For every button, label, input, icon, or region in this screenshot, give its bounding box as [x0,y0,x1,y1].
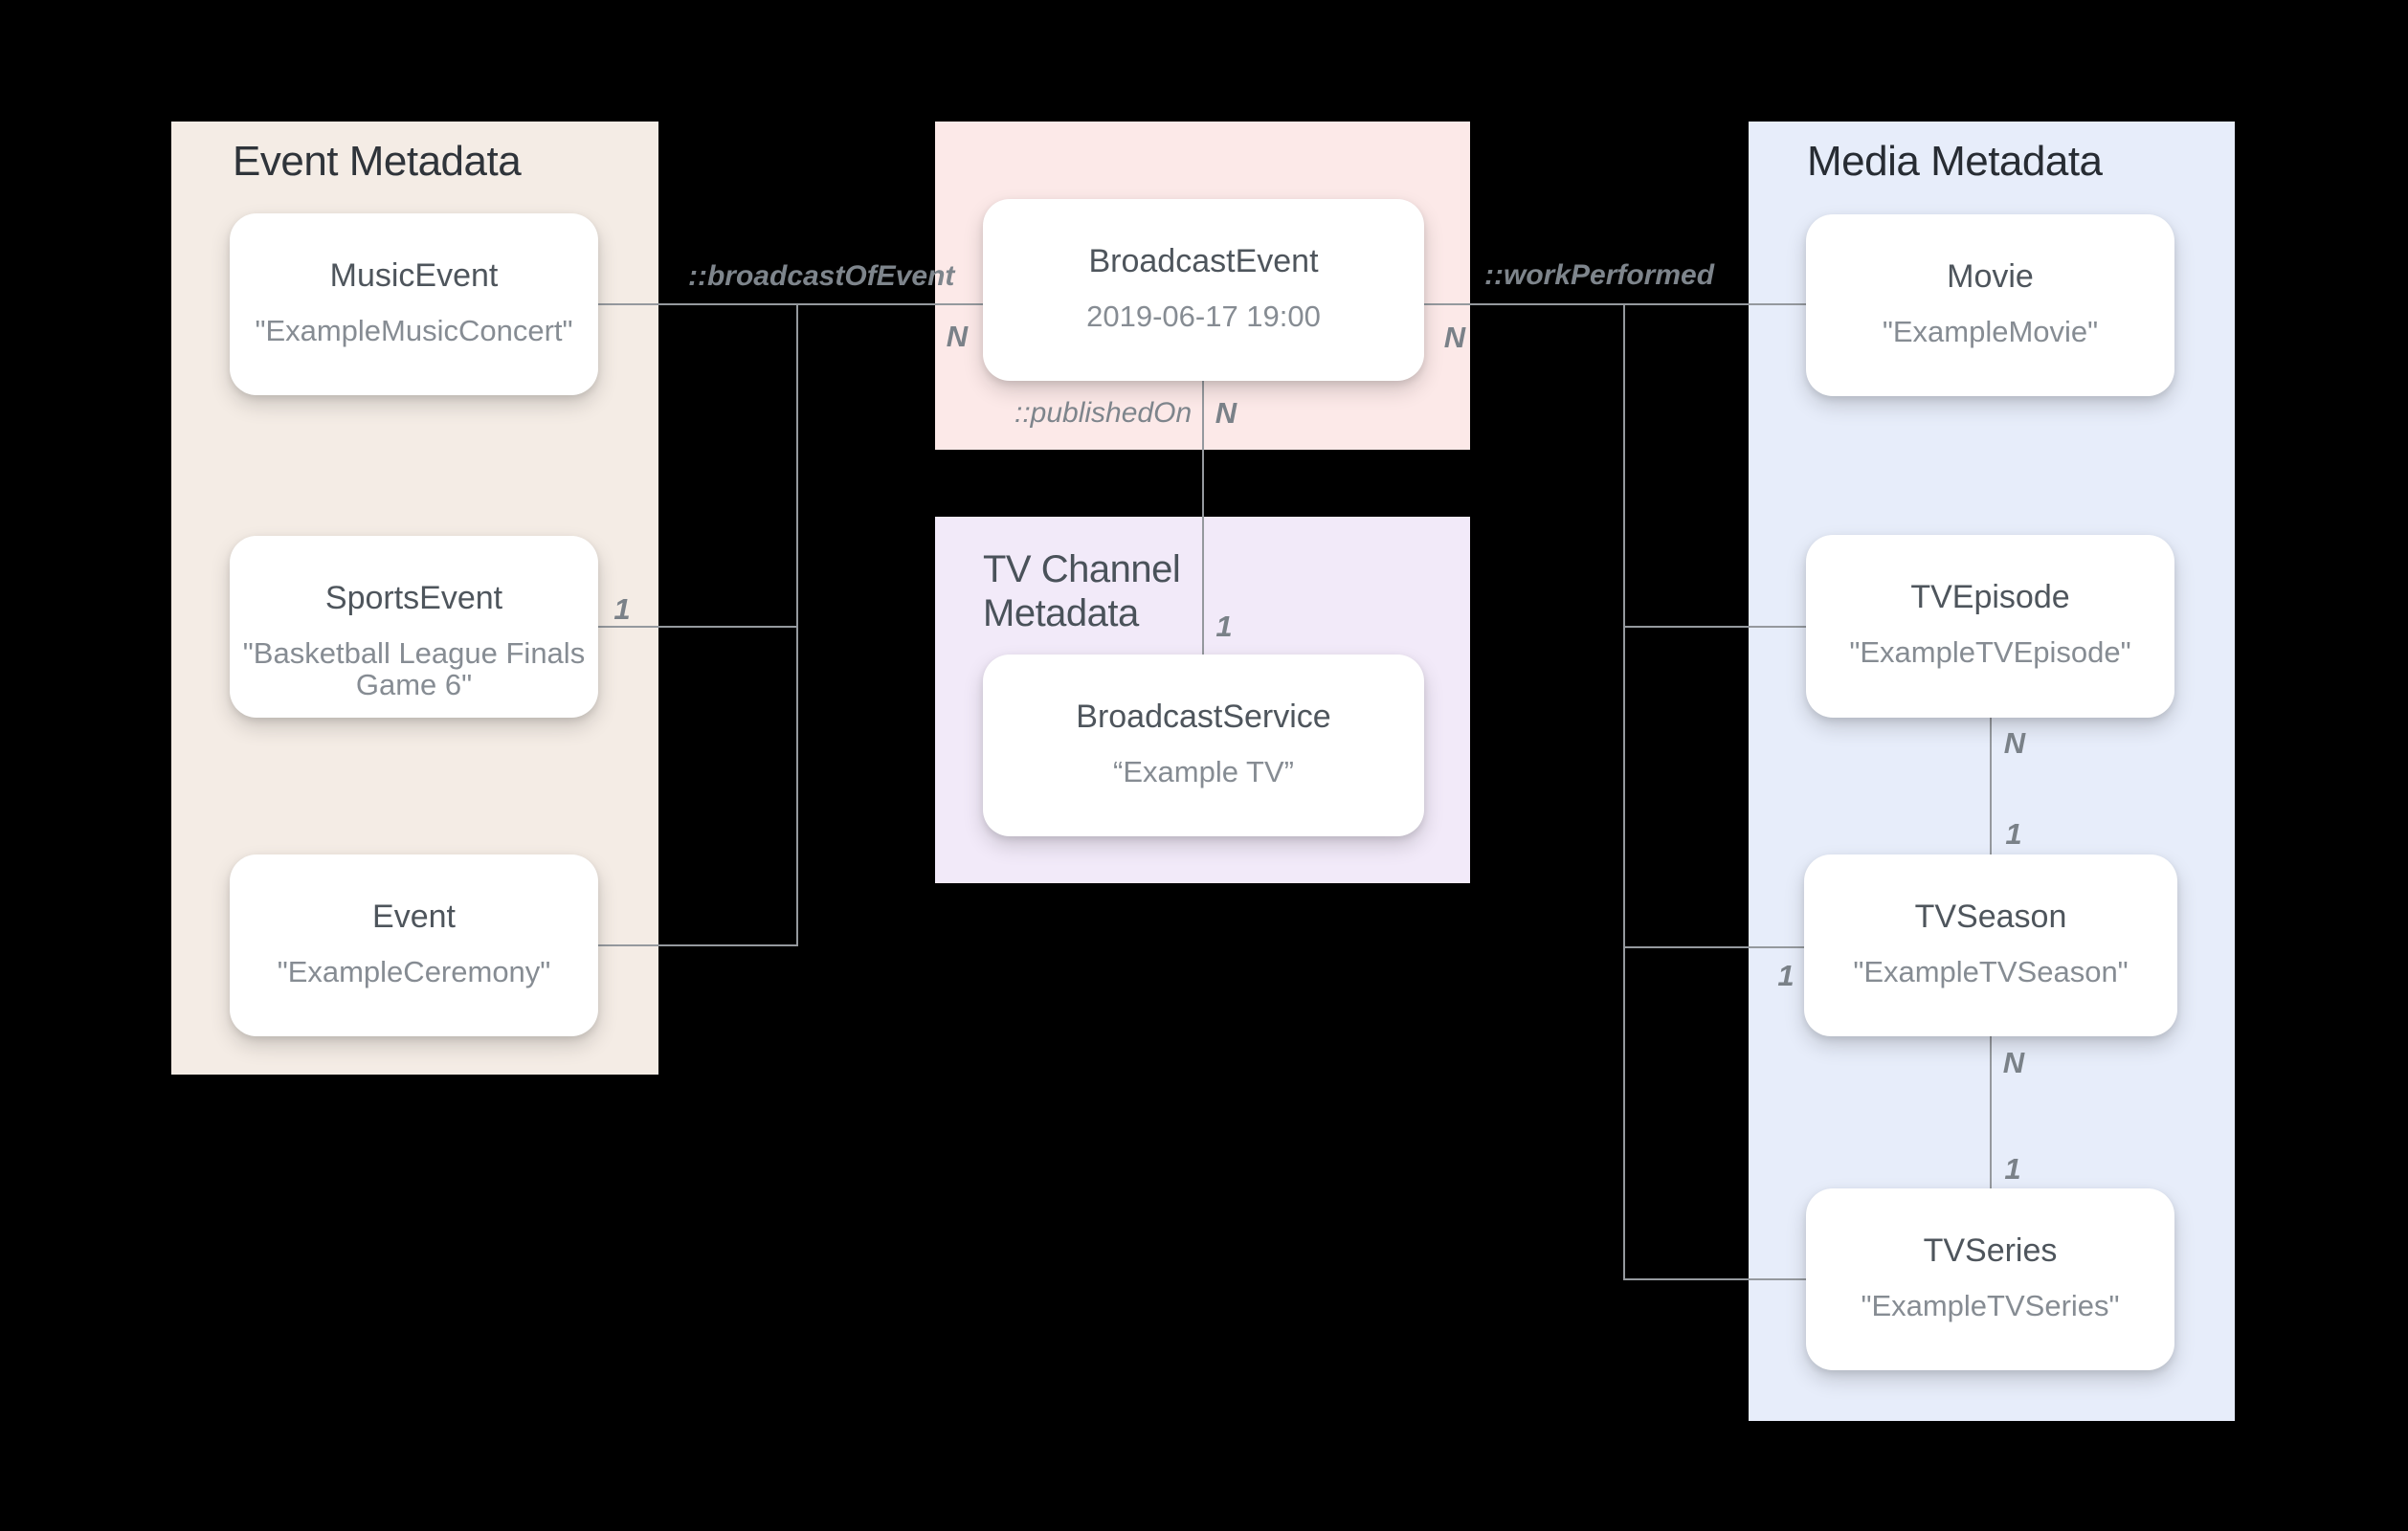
cardinality-n-publishedon: N [1215,396,1237,430]
tvseason-card: TVSeason "ExampleTVSeason" [1804,854,2177,1036]
musicevent-card-title: MusicEvent [329,257,499,294]
cardinality-n-tvepisode: N [2003,726,2026,760]
movie-card-title: Movie [1947,258,2034,295]
cardinality-n-main-right: N [1443,321,1466,354]
cardinality-1-tvseason-stub: 1 [1777,959,1795,992]
relation-broadcastofevent-label: ::broadcastOfEvent [688,260,955,292]
connector-event-stub [598,944,798,946]
movie-card-subtitle: "ExampleMovie" [1882,315,2099,348]
sportsevent-subtitle-line1: "Basketball League Finals [242,636,586,670]
tvseries-card-title: TVSeries [1923,1232,2058,1269]
sportsevent-subtitle-line2: Game 6" [355,668,473,701]
tvepisode-card-subtitle: "ExampleTVEpisode" [1849,635,2131,669]
tvseason-card-title: TVSeason [1914,899,2067,935]
musicevent-card-subtitle: "ExampleMusicConcert" [255,314,573,347]
connector-tvepisode-stub [1623,626,1809,628]
broadcastservice-card-title: BroadcastService [1076,699,1331,735]
cardinality-1-sportsevent: 1 [613,592,631,626]
event-card-title: Event [372,899,456,935]
broadcastservice-card: BroadcastService “Example TV” [983,655,1424,836]
connector-right-trunk [1623,303,1625,1280]
cardinality-1-season-series: 1 [2004,1152,2021,1186]
event-card-subtitle: "ExampleCeremony" [277,955,551,988]
media-panel-title: Media Metadata [1807,138,2103,185]
connector-episode-season-vertical [1990,718,1992,854]
event-panel-title: Event Metadata [233,138,522,185]
event-card: Event "ExampleCeremony" [230,854,598,1036]
broadcastevent-card: BroadcastEvent 2019-06-17 19:00 [983,199,1424,381]
cardinality-1-episode-season: 1 [2005,817,2022,851]
connector-sportsevent-stub [598,626,798,628]
tv-channel-panel-title: TV Channel Metadata [983,547,1181,635]
relation-publishedon-label: ::publishedOn [1014,397,1193,429]
connector-left-trunk [796,303,798,946]
tvepisode-card: TVEpisode "ExampleTVEpisode" [1806,535,2174,718]
broadcastevent-card-title: BroadcastEvent [1088,243,1319,279]
tvseries-card: TVSeries "ExampleTVSeries" [1806,1188,2174,1370]
connector-tvseries-stub [1623,1278,1809,1280]
connector-publishedon-vertical [1202,380,1204,655]
musicevent-card: MusicEvent "ExampleMusicConcert" [230,213,598,395]
sportsevent-card-title: SportsEvent [324,580,503,616]
sportsevent-card: SportsEvent "Basketball League Finals Ga… [230,536,598,718]
broadcastservice-card-subtitle: “Example TV” [1113,755,1294,788]
cardinality-n-main-left: N [946,320,969,353]
sportsevent-card-subtitle: "Basketball League Finals Game 6" [230,637,598,700]
movie-card: Movie "ExampleMovie" [1806,214,2174,396]
broadcastevent-card-datetime: 2019-06-17 19:00 [1086,300,1321,333]
tv-channel-title-line2: Metadata [983,592,1139,634]
tv-channel-title-line1: TV Channel [983,548,1181,590]
tvseries-card-subtitle: "ExampleTVSeries" [1861,1289,2120,1322]
tvseason-card-subtitle: "ExampleTVSeason" [1853,955,2129,988]
cardinality-n-tvseason: N [2002,1046,2025,1079]
tvepisode-card-title: TVEpisode [1910,579,2070,615]
relation-workperformed-label: ::workPerformed [1484,259,1715,291]
connector-season-series-vertical [1990,1036,1992,1188]
cardinality-1-broadcastservice: 1 [1215,610,1233,643]
connector-tvseason-stub [1623,946,1807,948]
